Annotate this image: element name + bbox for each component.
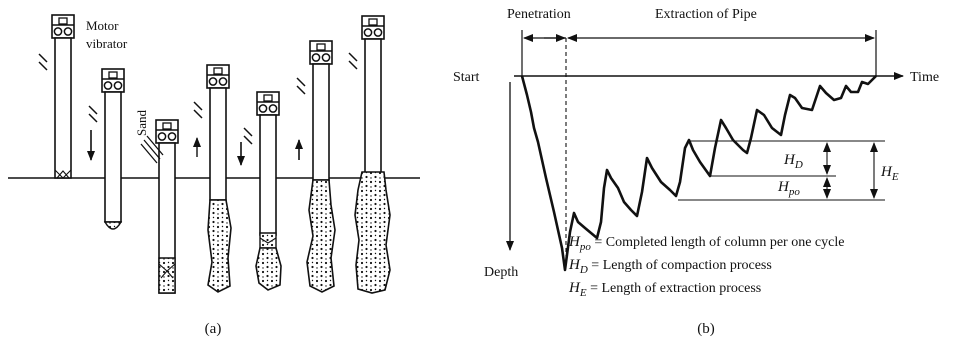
legend: Hpo = Completed length of column per one…: [568, 234, 844, 299]
legend-hd-text: = Length of compaction process: [588, 258, 772, 273]
hd-label-main: H: [783, 152, 796, 168]
start-label: Start: [453, 70, 480, 85]
he-label-sub: E: [891, 171, 899, 183]
panel-b: Penetration Extraction of Pipe Start Tim…: [453, 7, 939, 337]
pile-step-1: [38, 14, 95, 179]
motor-vibrator-label: Motor vibrator: [86, 18, 128, 51]
legend-he-sub: E: [579, 287, 587, 299]
hpo-label-sub: po: [788, 186, 801, 198]
motor-vibrator-line2: vibrator: [86, 36, 128, 51]
pile-step-6: [295, 40, 336, 293]
legend-he-main: H: [568, 280, 581, 296]
depth-label: Depth: [484, 265, 518, 280]
legend-he-text: = Length of extraction process: [587, 281, 762, 296]
hd-label-sub: D: [794, 159, 803, 171]
pile-step-7: [348, 15, 391, 294]
panel-a: Sand: [8, 14, 420, 337]
pile-step-5: [243, 91, 282, 291]
legend-hpo-main: H: [568, 234, 581, 250]
time-label: Time: [910, 70, 939, 85]
hd-label: HD: [783, 152, 803, 171]
he-label-main: H: [880, 164, 893, 180]
legend-hd-sub: D: [579, 264, 588, 276]
depth-curve: [520, 75, 877, 272]
legend-hd-main: H: [568, 257, 581, 273]
he-label: HE: [880, 164, 899, 183]
motor-vibrator-line1: Motor: [86, 18, 119, 33]
pile-step-3: Sand: [134, 110, 201, 294]
legend-item-hd: HD = Length of compaction process: [568, 257, 772, 276]
hpo-label: Hpo: [777, 179, 800, 198]
legend-hpo-sub: po: [579, 241, 592, 253]
extraction-label: Extraction of Pipe: [655, 7, 757, 22]
pile-step-4: [193, 64, 245, 293]
hpo-label-main: H: [777, 179, 790, 195]
caption-b: (b): [697, 321, 715, 337]
pile-step-2: [88, 68, 125, 230]
penetration-label: Penetration: [507, 7, 571, 22]
legend-item-hpo: Hpo = Completed length of column per one…: [568, 234, 844, 253]
legend-hpo-text: = Completed length of column per one cyc…: [591, 235, 845, 250]
sand-label: Sand: [134, 110, 149, 137]
caption-a: (a): [205, 321, 222, 337]
legend-item-he: HE = Length of extraction process: [568, 280, 761, 299]
